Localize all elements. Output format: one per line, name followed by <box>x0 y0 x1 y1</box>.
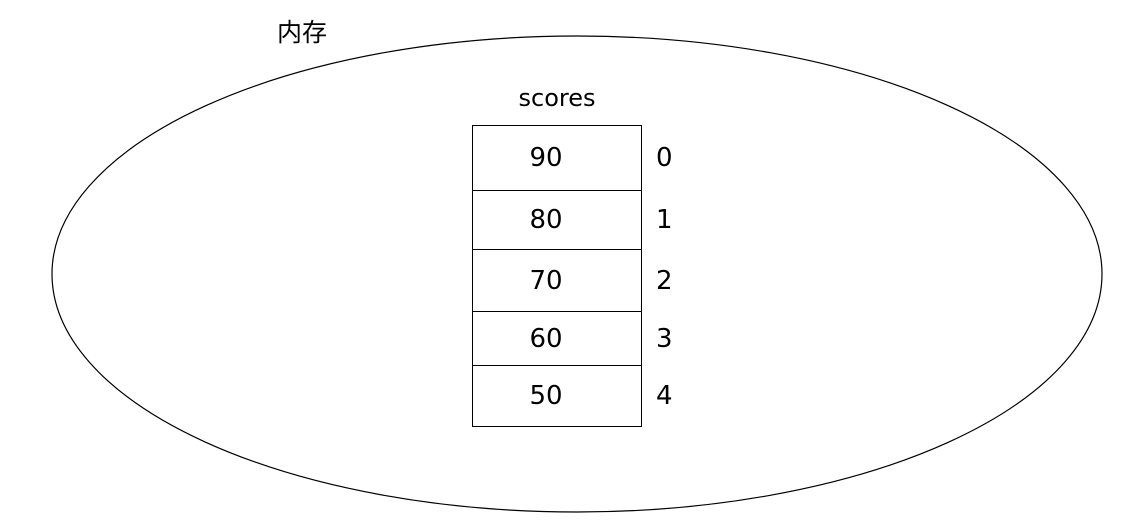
array-cell-1: 80 1 <box>473 191 673 250</box>
memory-label: 内存 <box>277 18 328 47</box>
array-cell-3: 60 3 <box>473 312 673 366</box>
memory-ellipse-shape <box>51 35 1103 513</box>
array-name-label: scores <box>518 84 596 112</box>
array-cell-value: 90 <box>529 143 563 173</box>
array-cell-value: 70 <box>529 265 563 296</box>
array-cell-0: 90 0 <box>473 126 673 191</box>
array-index-label: 0 <box>656 143 673 173</box>
array-index-label: 4 <box>656 381 673 411</box>
array-table: 90 0 80 1 70 2 60 3 50 4 <box>472 125 673 427</box>
array-cell-value: 50 <box>529 381 563 411</box>
array-index-label: 2 <box>656 265 673 296</box>
array-index-label: 3 <box>656 323 673 354</box>
array-cell-value: 80 <box>529 205 563 235</box>
array-cell-4: 50 4 <box>473 366 673 427</box>
array-index-label: 1 <box>656 205 673 235</box>
array-cell-value: 60 <box>529 323 563 354</box>
array-cell-2: 70 2 <box>473 250 673 312</box>
